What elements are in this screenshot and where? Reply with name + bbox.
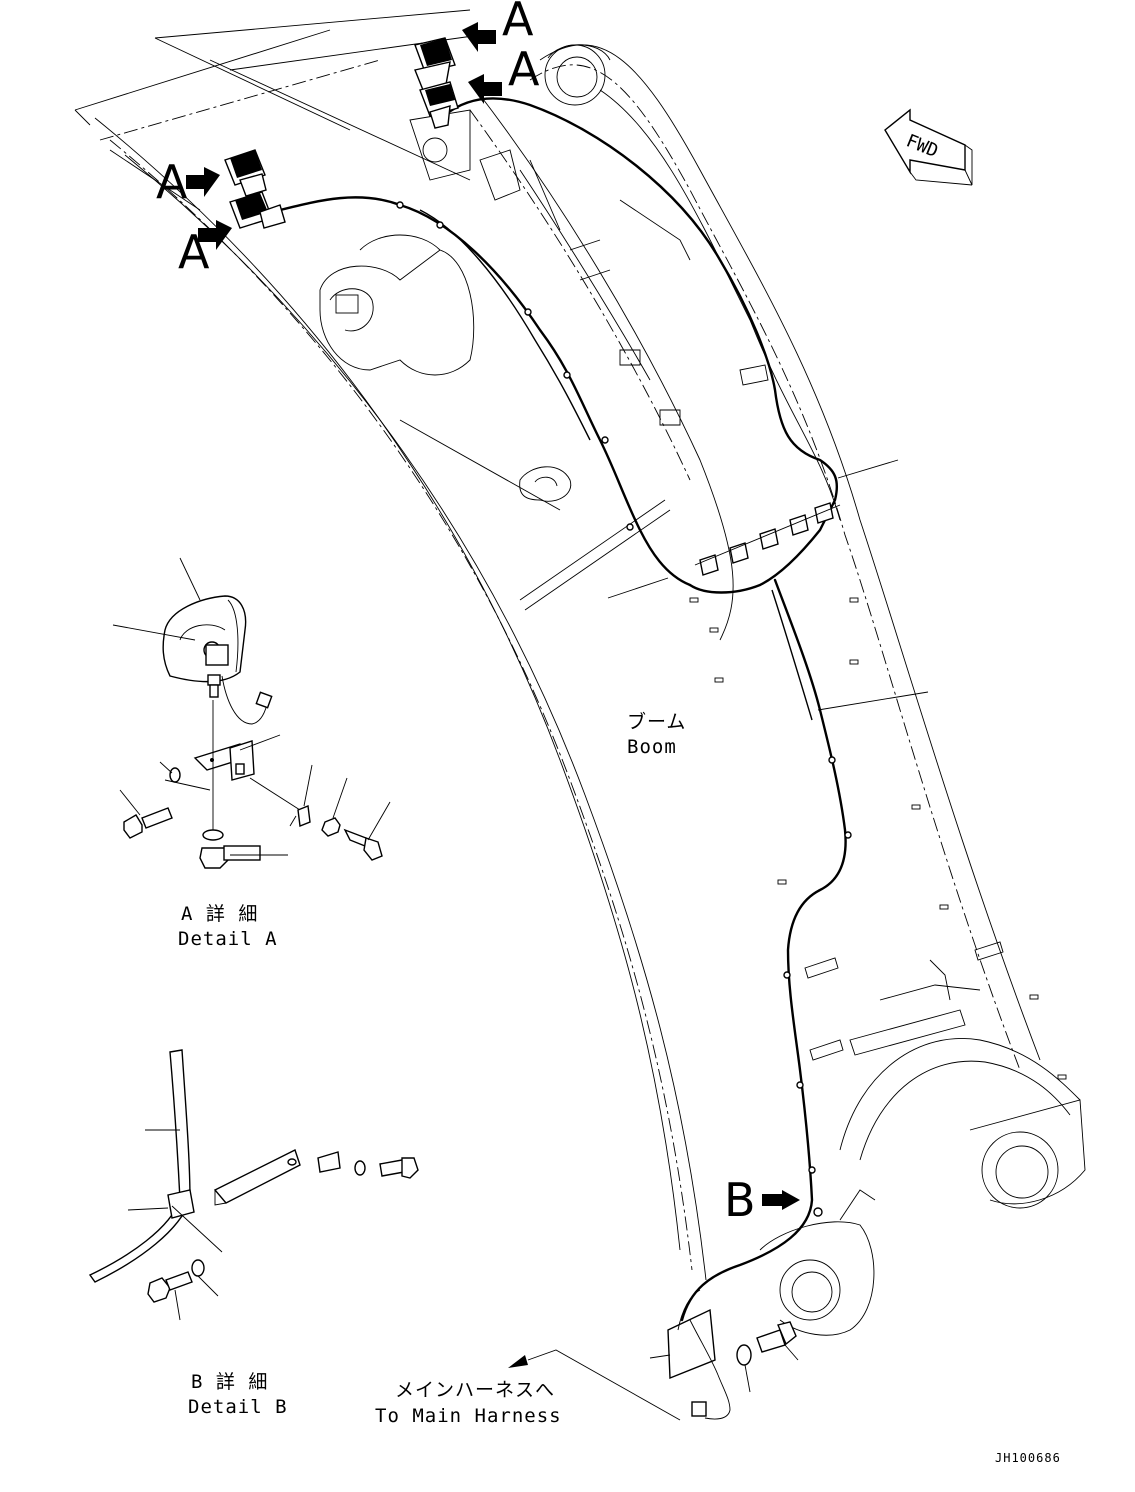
detail-a-label-en: Detail A	[178, 928, 278, 950]
boom-label-en: Boom	[627, 736, 677, 758]
drawing-code: JH100686	[995, 1451, 1061, 1465]
work-lamp-left-2	[229, 191, 286, 229]
view-arrow-a3	[186, 167, 220, 197]
clamp-markers	[689, 597, 1067, 1080]
boom-outline	[74, 9, 1086, 1336]
fwd-direction-arrow: FWD	[884, 108, 973, 186]
boom-label-jp: ブーム	[627, 710, 686, 733]
work-lamp-top-2	[419, 81, 459, 129]
work-lamp-left-1	[224, 149, 267, 197]
detail-a-label-jp: A 詳 細	[181, 903, 258, 925]
view-label-a2: A	[508, 42, 540, 96]
detail-b-label-jp: B 詳 細	[191, 1371, 268, 1393]
to-main-harness-arrow	[508, 1349, 681, 1421]
leader-lines	[607, 459, 929, 711]
detail-b-drawing	[88, 1049, 419, 1321]
connector-block	[694, 502, 841, 576]
detail-a-drawing	[112, 557, 391, 869]
view-arrow-a2	[468, 74, 502, 104]
view-arrow-a1	[462, 22, 496, 52]
view-label-a1: A	[502, 0, 534, 46]
view-arrow-b	[762, 1190, 800, 1210]
harness-label-jp: メインハーネスへ	[395, 1379, 555, 1401]
view-label-b: B	[724, 1173, 756, 1227]
lower-bracket-assembly	[649, 1289, 799, 1420]
harness-wire	[278, 97, 852, 1322]
detail-b-label-en: Detail B	[188, 1396, 288, 1418]
view-label-a3: A	[156, 155, 188, 209]
work-lamp-top-1	[414, 37, 456, 96]
view-label-a4: A	[178, 225, 210, 279]
harness-label-en: To Main Harness	[375, 1405, 562, 1427]
view-arrow-a4	[198, 220, 232, 250]
